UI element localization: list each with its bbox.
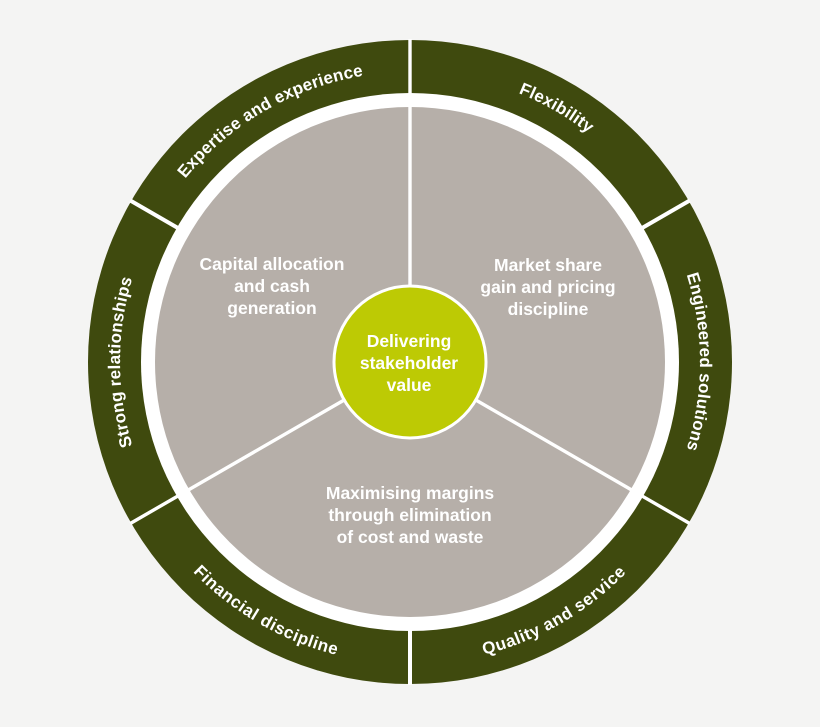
sector-market-line-2: gain and pricing	[480, 277, 615, 297]
sector-capital-line-3: generation	[227, 298, 316, 318]
hub-label: Delivering stakeholder value	[360, 331, 458, 395]
hub-line-3: value	[387, 375, 432, 395]
divider-lower-left	[129, 398, 346, 525]
hub-circle	[332, 284, 488, 440]
ring-divider-30	[640, 198, 691, 231]
sector-maximising-margins: Maximising margins through elimination o…	[326, 483, 495, 547]
sector-market-line-3: discipline	[508, 299, 589, 319]
hub-line-2: stakeholder	[360, 353, 458, 373]
sector-capital-allocation: Capital allocation and cash generation	[200, 254, 345, 318]
sector-capital-line-2: and cash	[234, 276, 310, 296]
sector-market-line-1: Market share	[494, 255, 602, 275]
ring-divider-150	[129, 198, 180, 231]
sector-margins-line-2: through elimination	[328, 505, 491, 525]
sector-margins-line-3: of cost and waste	[337, 527, 484, 547]
sector-market-share: Market share gain and pricing discipline	[480, 255, 615, 319]
sector-margins-line-1: Maximising margins	[326, 483, 495, 503]
divider-lower-right	[474, 398, 691, 525]
hub-line-1: Delivering	[367, 331, 452, 351]
sector-capital-line-1: Capital allocation	[200, 254, 345, 274]
